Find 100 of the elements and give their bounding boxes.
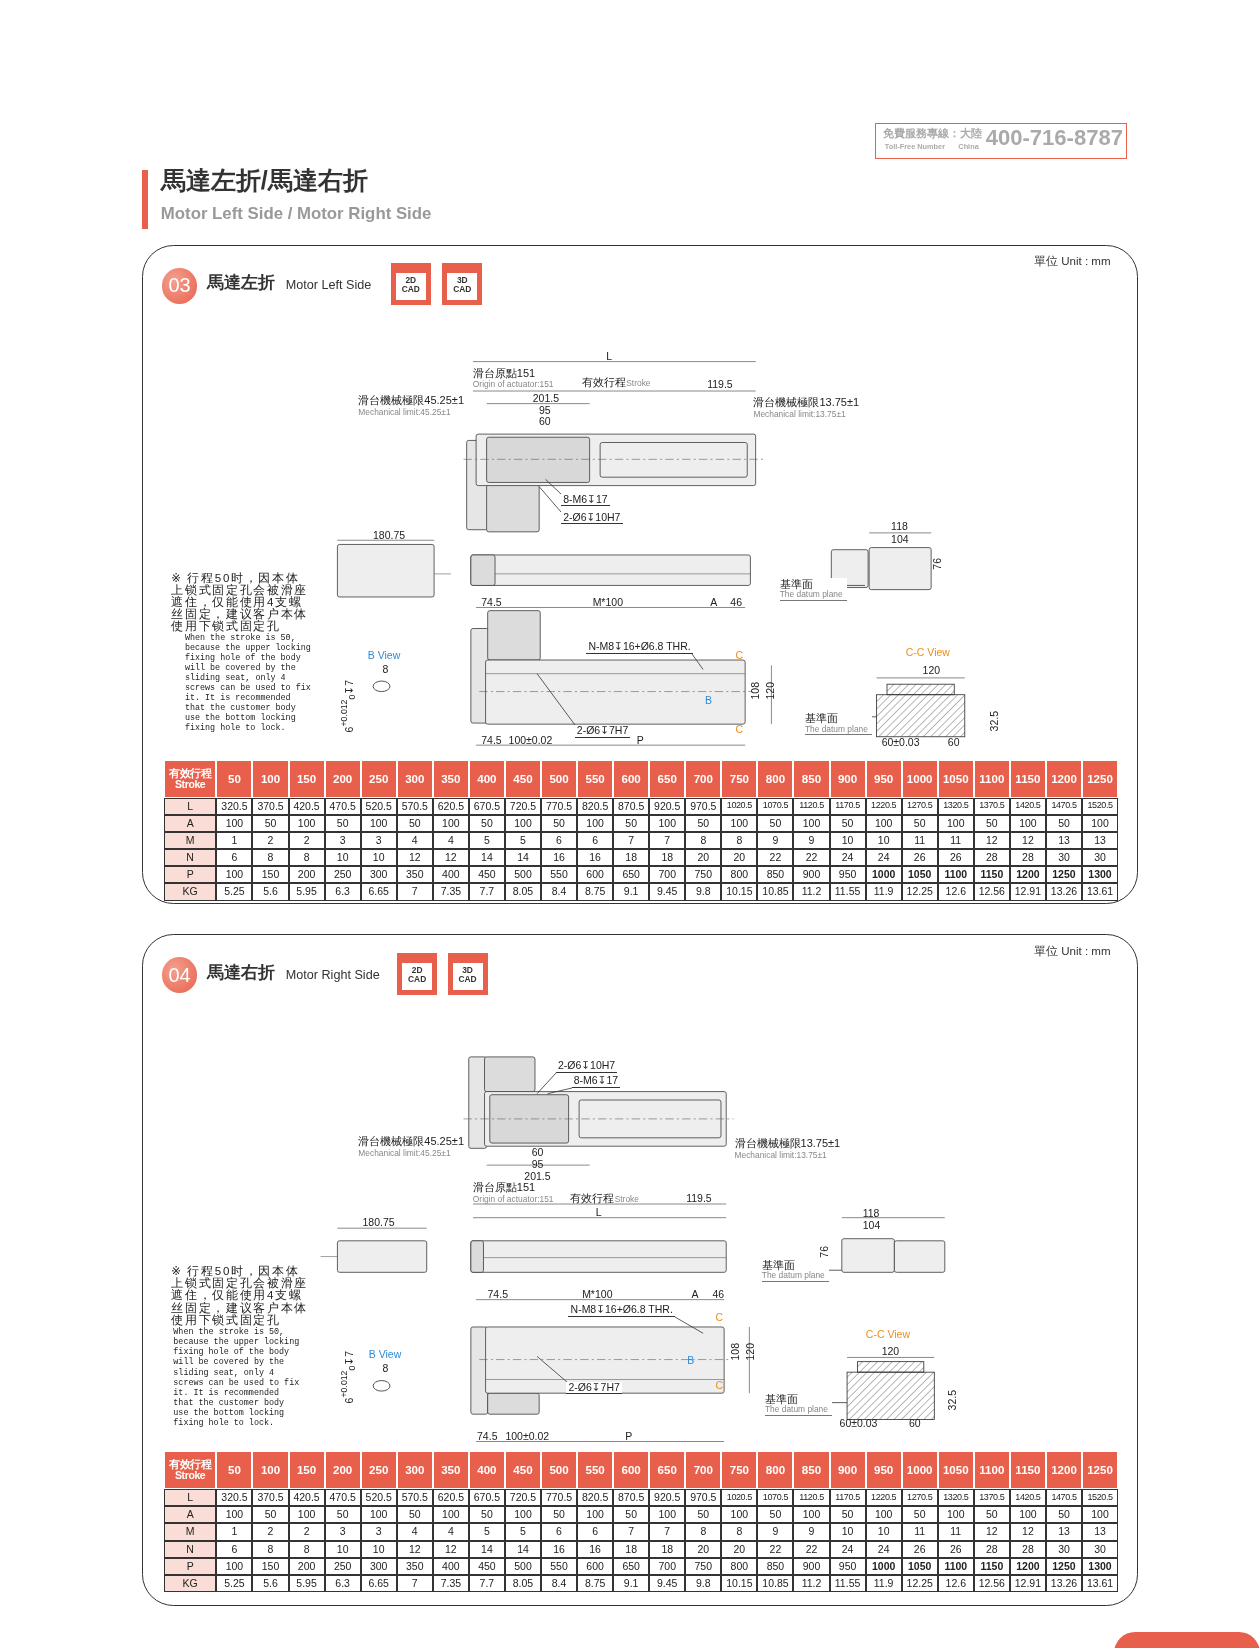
- table-cell: 5.25: [216, 883, 253, 901]
- table-header-cell: 200: [324, 759, 361, 798]
- table-cell: 500: [504, 866, 541, 884]
- table-header-cell: 650: [649, 759, 686, 798]
- stroke-note: When the stroke is 50, because the upper locking fixing hole of the body will be covered by the sliding seat, only 4 screws can be used to fix it. It is recommended that the customer body use the bottom locking fixing hole to lock.: [184, 632, 312, 734]
- table-cell: 10: [324, 849, 361, 867]
- dimension-value: A: [710, 596, 718, 609]
- table-cell: 50: [901, 1506, 938, 1524]
- section-marker: C: [735, 724, 744, 736]
- table-cell: 12.56: [973, 883, 1010, 901]
- table-cell: 14: [504, 849, 541, 867]
- dimension-value: 74.5: [487, 1289, 508, 1301]
- table-cell: 26: [937, 849, 974, 867]
- table-cell: 750: [685, 866, 722, 884]
- table-cell: 10: [865, 1523, 902, 1541]
- table-cell: 50: [324, 1506, 361, 1524]
- leader-line: [831, 1402, 848, 1404]
- table-cell: 850: [757, 866, 794, 884]
- cad-file-icon: 2D CAD: [390, 262, 431, 305]
- leader-line: [547, 1087, 573, 1095]
- table-header-cell: 100: [252, 759, 289, 798]
- table-cell: 100: [577, 1506, 614, 1524]
- view-marker: B View: [368, 1349, 402, 1361]
- table-cell: 720.5: [504, 1489, 541, 1507]
- table-cell: 100: [360, 1506, 397, 1524]
- table-cell: 550: [541, 866, 578, 884]
- leader-line: [538, 486, 562, 513]
- table-cell: 8: [288, 849, 325, 867]
- panel-card: [141, 934, 1139, 1606]
- table-cell: 16: [541, 849, 578, 867]
- table-cell: 12: [973, 1523, 1010, 1541]
- callout-text: 8-M6↧17: [571, 1075, 621, 1088]
- table-cell: 12: [396, 849, 433, 867]
- callout-caption: The datum plane: [779, 590, 843, 600]
- view-marker: B: [687, 1354, 695, 1367]
- table-cell: 950: [829, 866, 866, 884]
- table-header-cell: 1250: [1082, 759, 1119, 798]
- table-cell: 1120.5: [793, 1489, 830, 1507]
- dimension-caption: Stroke: [614, 1194, 639, 1204]
- table-cell: 11: [901, 1523, 938, 1541]
- table-header-cell: 550: [577, 759, 614, 798]
- table-cell: 7: [649, 1523, 686, 1541]
- table-cell: 50: [396, 1506, 433, 1524]
- dimension-value: 100±0.02: [508, 734, 553, 747]
- table-cell: 50: [541, 1506, 578, 1524]
- table-cell: 3: [324, 1523, 361, 1541]
- table-cell: 1170.5: [829, 1489, 866, 1507]
- leader-line: [536, 1356, 568, 1383]
- phone-number: 400-716-8787: [985, 126, 1123, 151]
- table-cell: 100: [1009, 1506, 1046, 1524]
- table-cell: 1200: [1009, 866, 1046, 884]
- stroke-note: ※ 行程50时，因本体上锁式固定孔会被滑座遮住，仅能使用4支螺丝固定，建议客户本体使用下锁式固定孔: [171, 571, 310, 633]
- table-cell: 150: [252, 866, 289, 884]
- table-cell: 100: [649, 1506, 686, 1524]
- table-cell: 970.5: [685, 1489, 722, 1507]
- table-header-cell: 400: [468, 1451, 505, 1489]
- table-cell: 100: [288, 1506, 325, 1524]
- dimension-value: 201.5: [532, 392, 559, 405]
- table-header-cell: 700: [685, 1451, 722, 1489]
- table-cell: 600: [577, 866, 614, 884]
- section-number-badge: 04: [161, 957, 198, 993]
- table-cell: 320.5: [216, 1489, 253, 1507]
- view-marker: B: [705, 694, 713, 707]
- table-cell: 1250: [1045, 866, 1082, 884]
- table-cell: 50: [685, 1506, 722, 1524]
- callout-text: 8-M6↧17: [561, 493, 610, 507]
- leader-line: [674, 1316, 704, 1334]
- table-cell: 13: [1082, 1523, 1119, 1541]
- table-cell: 1220.5: [865, 1489, 902, 1507]
- table-cell: 9.8: [685, 883, 722, 901]
- table-header-cell: 600: [613, 1451, 650, 1489]
- dimension-value: 74.5: [477, 1431, 498, 1443]
- dimension-value: 8: [382, 1362, 389, 1375]
- dimension-caption: Stroke: [626, 379, 651, 389]
- table-header-cell: 650: [649, 1451, 686, 1489]
- callout-text: 基準面: [779, 577, 813, 590]
- dimension-caption: Origin of actuator:151: [472, 1194, 554, 1204]
- table-header-cell: 600: [613, 759, 650, 798]
- table-header-cell: 450: [504, 1451, 541, 1489]
- table-cell: 9.45: [649, 883, 686, 901]
- hotline-box: [875, 122, 1127, 159]
- table-header-cell: 50: [216, 759, 253, 798]
- dimension-value: 100±0.02: [505, 1431, 550, 1443]
- table-cell: 700: [649, 866, 686, 884]
- table-header-cell: 850: [793, 759, 830, 798]
- section-subheading: Motor Right Side: [285, 968, 380, 983]
- table-cell: 920.5: [649, 1489, 686, 1507]
- table-cell: 620.5: [432, 1489, 469, 1507]
- table-cell: 100: [865, 1506, 902, 1524]
- dimension-value: 74.5: [481, 596, 502, 609]
- table-cell: 800: [721, 866, 758, 884]
- table-cell: 1370.5: [973, 1489, 1010, 1507]
- table-cell: 200: [288, 866, 325, 884]
- table-cell: 50: [1045, 1506, 1082, 1524]
- table-cell: 11.55: [829, 883, 866, 901]
- table-cell: 1520.5: [1082, 1489, 1119, 1507]
- leader-line: [828, 1270, 843, 1271]
- table-cell: 6: [541, 1523, 578, 1541]
- table-cell: 50: [829, 1506, 866, 1524]
- table-cell: 5: [468, 1523, 505, 1541]
